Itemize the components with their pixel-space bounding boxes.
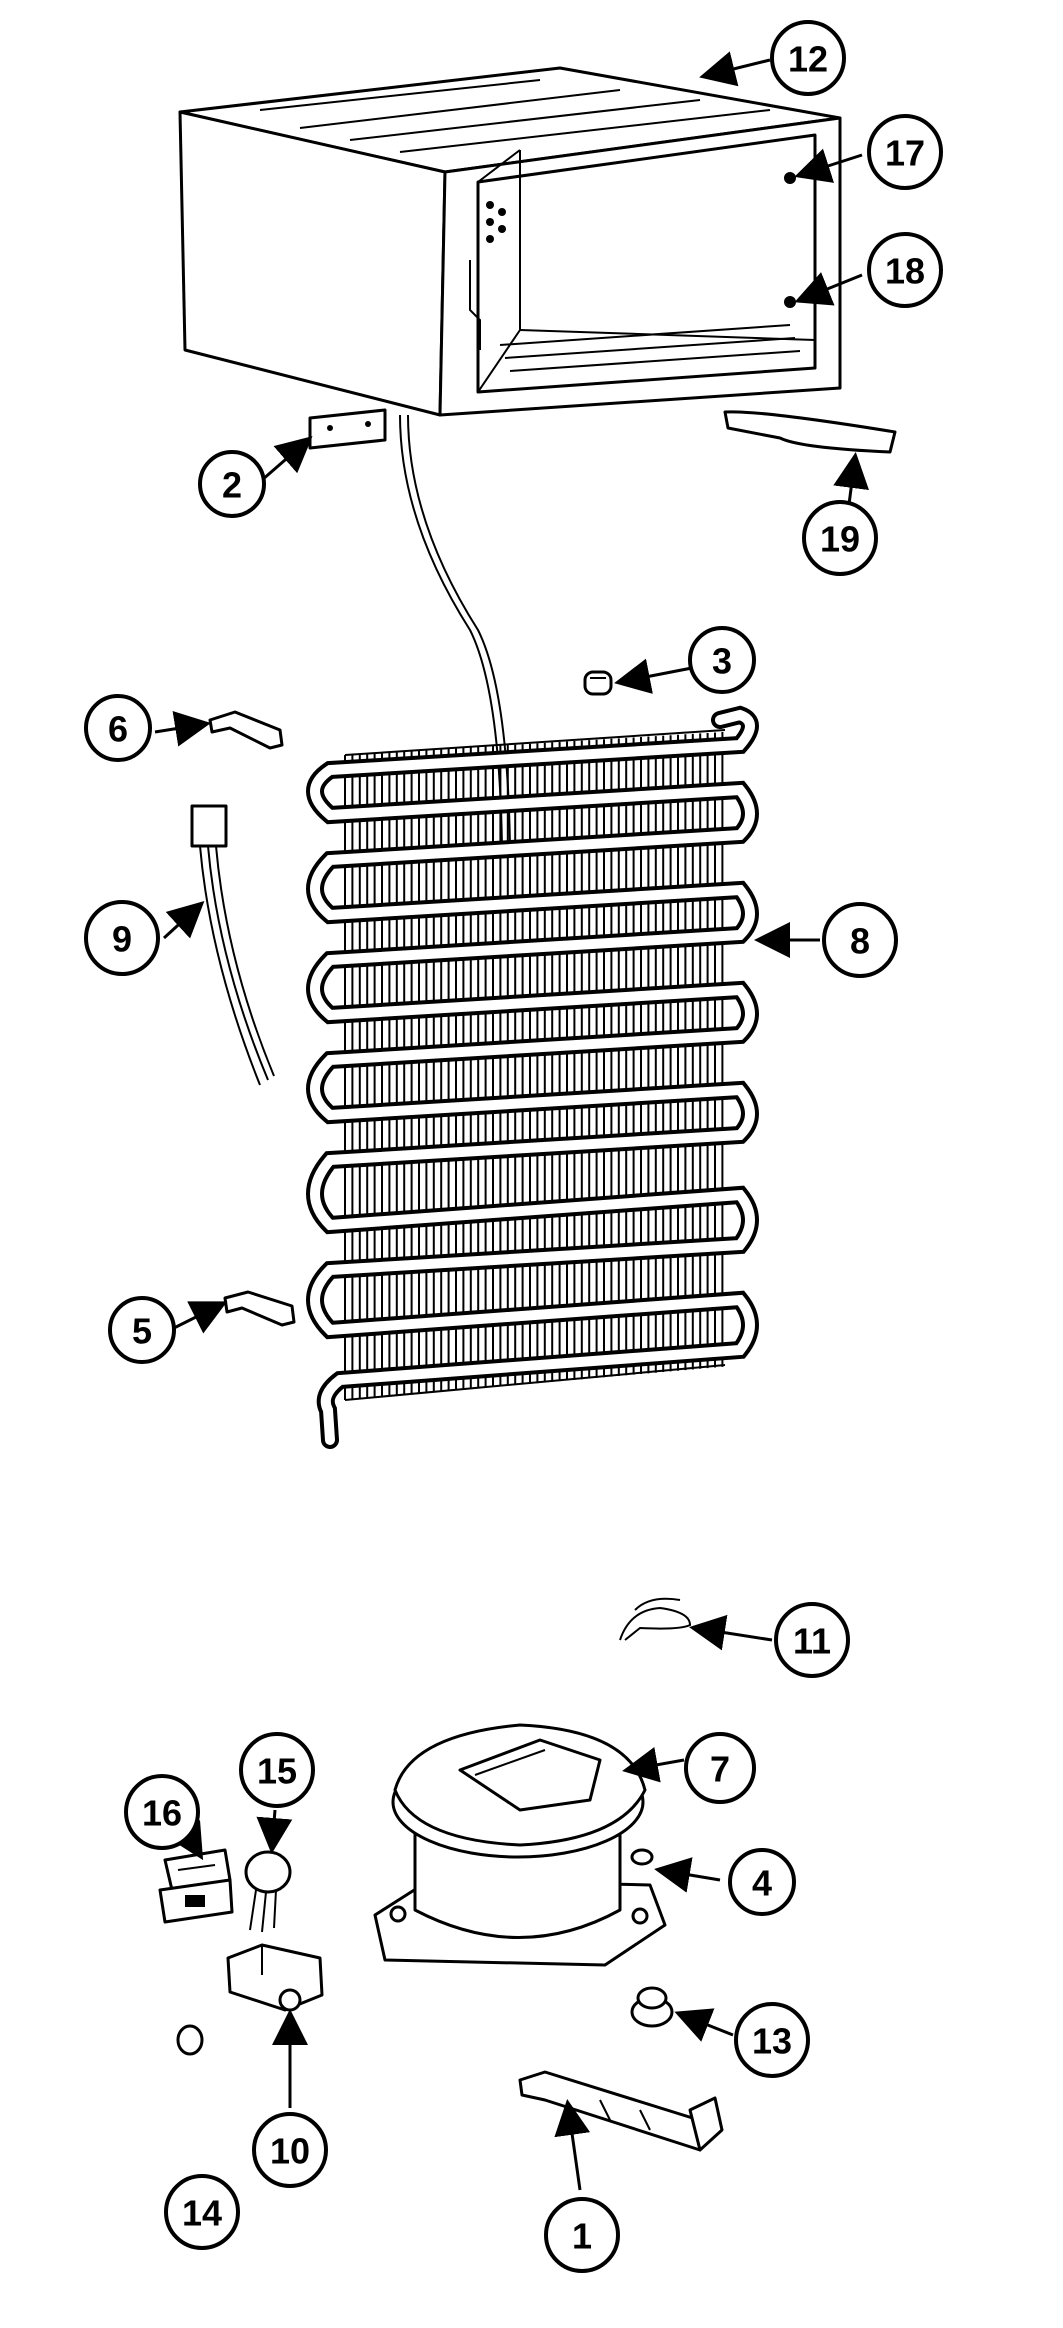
callout-circle xyxy=(734,2002,810,2078)
relay-cover-part-10 xyxy=(226,1943,324,2012)
callout-1: 1 xyxy=(544,2197,620,2273)
callout-circle xyxy=(728,1848,796,1916)
callout-17: 17 xyxy=(867,114,943,190)
callout-number: 15 xyxy=(257,1751,297,1792)
callout-circle xyxy=(684,1732,756,1804)
callout-circle xyxy=(867,232,943,308)
callout-4: 4 xyxy=(728,1848,796,1916)
callout-8: 8 xyxy=(822,902,898,978)
callout-number: 10 xyxy=(270,2131,310,2172)
callout-number: 6 xyxy=(108,709,128,750)
callout-11: 11 xyxy=(774,1602,850,1678)
callout-12: 12 xyxy=(770,20,846,96)
callout-circle xyxy=(239,1732,315,1808)
callout-circle xyxy=(198,450,266,518)
plug-part-4 xyxy=(630,1848,654,1866)
callout-number: 16 xyxy=(142,1793,182,1834)
callout-2: 2 xyxy=(198,450,266,518)
callout-circle xyxy=(84,900,160,976)
condenser-coil-part-8 xyxy=(306,705,759,1449)
callout-9: 9 xyxy=(84,900,160,976)
callout-number: 9 xyxy=(112,919,132,960)
callout-number: 14 xyxy=(182,2193,222,2234)
callout-6: 6 xyxy=(84,694,152,762)
callout-number: 2 xyxy=(222,465,242,506)
callout-3: 3 xyxy=(688,626,756,694)
callout-circle xyxy=(688,626,756,694)
callout-15: 15 xyxy=(239,1732,315,1808)
clip-part-6 xyxy=(208,710,284,750)
grommet-part-13 xyxy=(630,1986,674,2028)
callout-circle xyxy=(252,2112,328,2188)
callout-number: 12 xyxy=(788,39,828,80)
callout-circle xyxy=(84,694,152,762)
callout-circle xyxy=(124,1774,200,1850)
callout-14: 14 xyxy=(164,2174,240,2250)
cap-part-14 xyxy=(176,2024,204,2056)
callout-number: 13 xyxy=(752,2021,792,2062)
leader-lines xyxy=(154,51,869,2191)
cap-part-3 xyxy=(583,670,613,696)
callout-number: 18 xyxy=(885,251,925,292)
drip-tray-part-19 xyxy=(723,410,897,454)
callout-number: 4 xyxy=(752,1863,772,1904)
freezer-liner-part xyxy=(178,66,842,417)
callout-19: 19 xyxy=(802,500,878,576)
callout-number: 7 xyxy=(710,1749,730,1790)
callout-number: 17 xyxy=(885,133,925,174)
callout-circle xyxy=(802,500,878,576)
callout-18: 18 xyxy=(867,232,943,308)
callout-13: 13 xyxy=(734,2002,810,2078)
callout-number: 11 xyxy=(793,1621,831,1662)
callout-number: 1 xyxy=(572,2216,592,2257)
callout-number: 3 xyxy=(712,641,732,682)
callout-circle xyxy=(822,902,898,978)
callout-number: 19 xyxy=(820,519,860,560)
bracket-part-2 xyxy=(308,408,387,450)
callout-circle xyxy=(544,2197,620,2273)
callout-circle xyxy=(108,1296,176,1364)
callout-10: 10 xyxy=(252,2112,328,2188)
callout-circle xyxy=(867,114,943,190)
clip-part-5 xyxy=(223,1290,296,1327)
callout-number: 5 xyxy=(132,1311,152,1352)
callout-7: 7 xyxy=(684,1732,756,1804)
overload-part-15 xyxy=(244,1850,292,1933)
mounting-bracket-part-1 xyxy=(518,2070,724,2152)
wire-clip-part-11 xyxy=(619,1597,692,1641)
callout-number: 8 xyxy=(850,921,870,962)
compressor-part-7 xyxy=(373,1723,667,1967)
relay-part-16 xyxy=(158,1848,234,1924)
callout-16: 16 xyxy=(124,1774,200,1850)
callout-circle xyxy=(774,1602,850,1678)
callout-circle xyxy=(770,20,846,96)
wire-harness-part-9 xyxy=(190,804,275,1086)
callout-circle xyxy=(164,2174,240,2250)
callout-5: 5 xyxy=(108,1296,176,1364)
